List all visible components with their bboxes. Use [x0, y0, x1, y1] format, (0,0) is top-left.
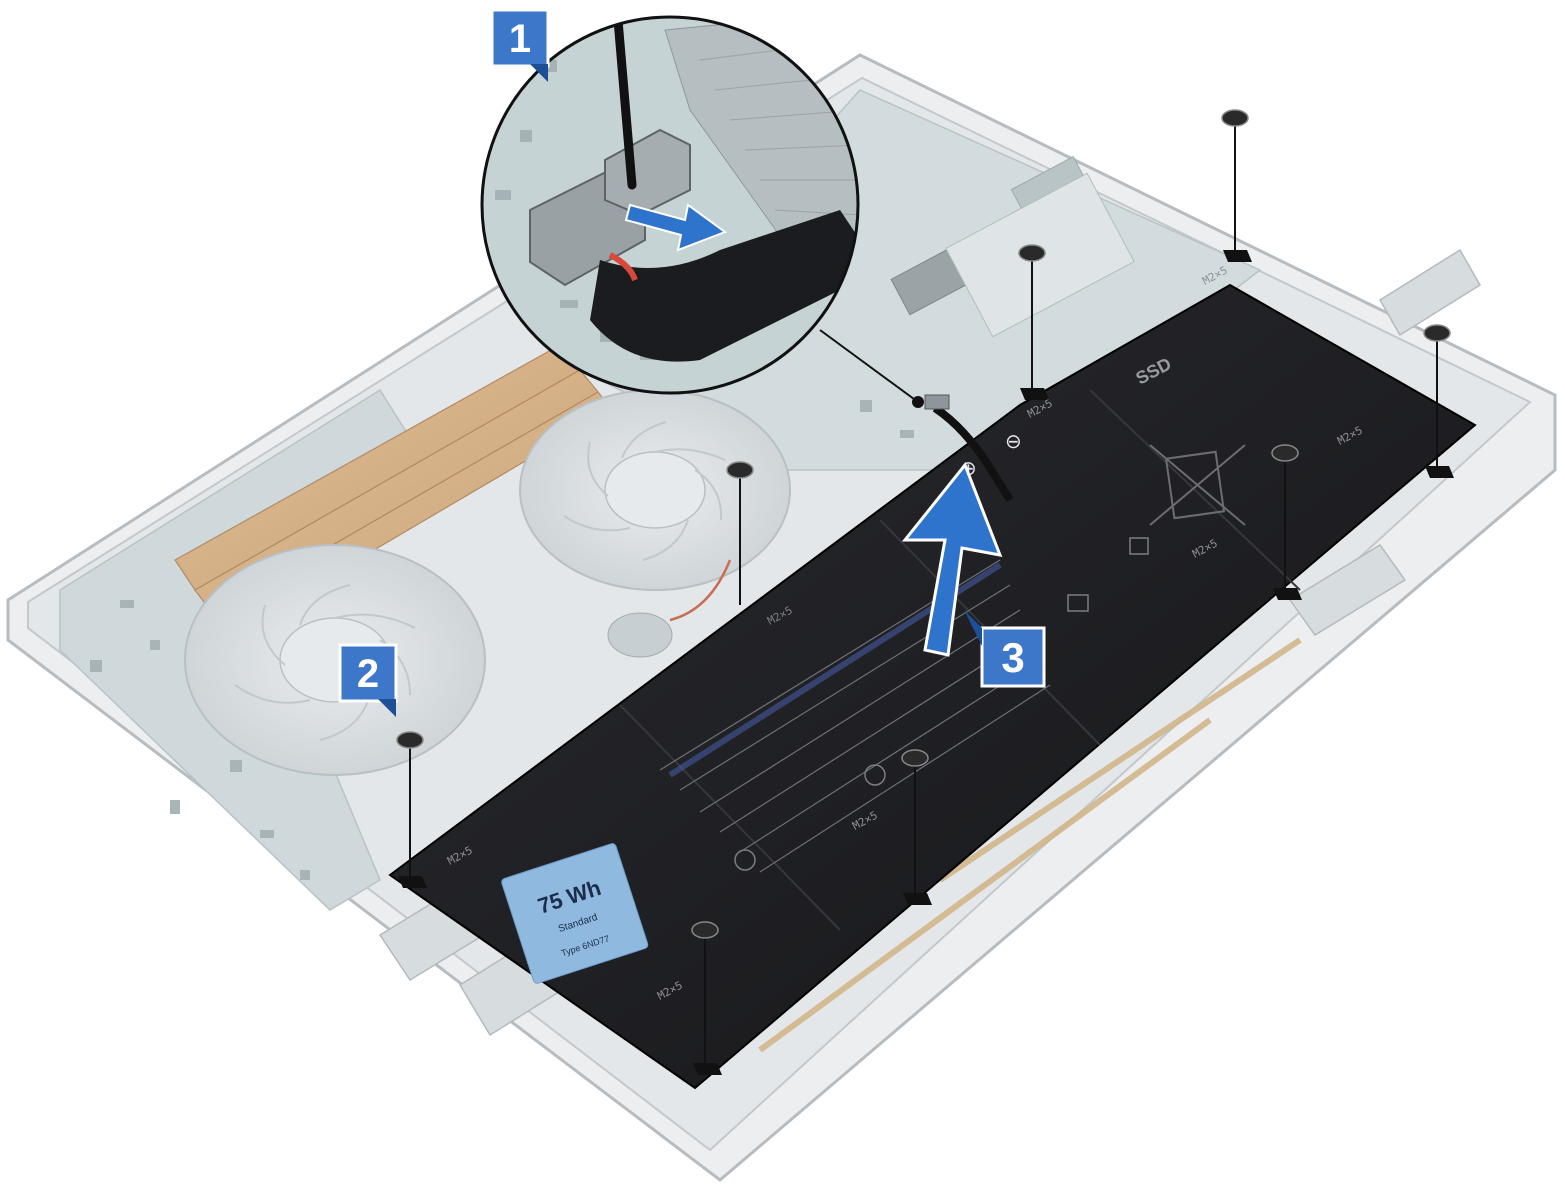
screw-2: [1018, 244, 1049, 400]
fan-left: [184, 544, 486, 776]
screw-8: [691, 921, 722, 1075]
speaker-right-lower: [1288, 543, 1407, 637]
screw-icon: [1271, 444, 1299, 462]
coin-cell-battery: [607, 559, 732, 658]
negative-terminal-mark: ⊖: [1005, 431, 1022, 453]
screw-icon: [1221, 109, 1249, 127]
capacity-badge: [501, 843, 649, 984]
zoom-anchor-dot: [912, 396, 924, 408]
cert-icon: [1129, 537, 1149, 555]
step-callout-2: 2: [338, 643, 398, 717]
disconnect-arrow-icon: [624, 203, 728, 252]
screw-icon: [1423, 324, 1451, 342]
step-callout-3: 3: [964, 610, 1046, 688]
screw-icon: [691, 921, 719, 939]
connector-zoom-inset: [480, 15, 860, 395]
ribbon-cable-1: [758, 717, 1212, 1053]
battery-connector: [924, 394, 950, 410]
screw-icon: [396, 731, 424, 749]
step-number: 1: [509, 17, 531, 61]
screws: [396, 109, 1454, 1075]
screw-icon: [726, 461, 754, 479]
screw-7: [901, 749, 932, 905]
screw-4: [1271, 444, 1302, 600]
step-callout-1: 1: [490, 8, 550, 82]
cert-icon: [1067, 594, 1089, 612]
cert-icon: [734, 849, 756, 871]
screw-icon: [901, 749, 929, 767]
ribbon-cable-2: [938, 637, 1302, 883]
screw-3: [1423, 324, 1454, 478]
speaker-right: [1378, 248, 1482, 337]
fan-right: [519, 389, 791, 591]
plastic-scribe: [613, 17, 637, 190]
cert-icon: [864, 764, 886, 786]
screw-1: [1221, 109, 1252, 262]
battery-pack: 75 Wh Standard Type 6ND77 SSD ⊕ ⊖: [388, 283, 1477, 1090]
lift-arrow-icon: [901, 462, 1003, 657]
screw-6: [396, 731, 427, 888]
battery-cable: [924, 394, 1014, 503]
step-number: 2: [357, 652, 379, 696]
step-number: 3: [1001, 634, 1024, 681]
screw-icon: [1018, 244, 1046, 262]
screw-5: [726, 461, 754, 605]
zoom-battery-cable: [590, 210, 858, 362]
weee-bin-icon: [1149, 444, 1246, 526]
zoom-leader-line: [819, 329, 919, 403]
